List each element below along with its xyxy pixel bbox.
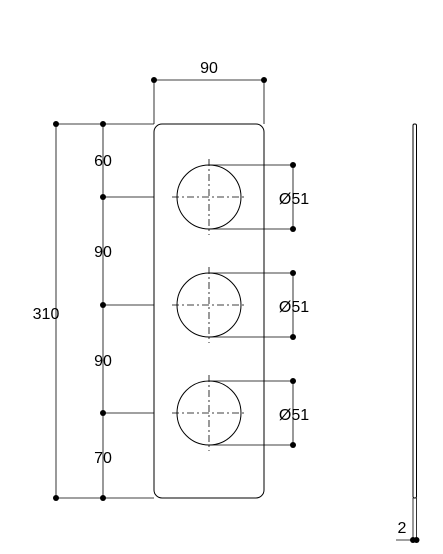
side-view-plate [412, 123, 417, 499]
spacing-1-label: 90 [94, 244, 112, 261]
hole-2-diameter-dimension: Ø51 [209, 270, 309, 340]
thickness-label: 2 [398, 520, 407, 537]
side-view: 2 [396, 123, 420, 543]
width-dot-left [151, 77, 157, 83]
spacing-2-label: 90 [94, 353, 112, 370]
hole-2-dia-dot-bottom [290, 334, 296, 340]
hole-3 [172, 375, 246, 451]
hole-1-dia-dot-bottom [290, 226, 296, 232]
height-dimension: 310 [33, 121, 154, 501]
chain-dot-top [100, 121, 106, 127]
width-label: 90 [200, 60, 218, 77]
plate-outline [153, 123, 265, 499]
thickness-dot-right [413, 537, 420, 543]
chain-dot-bottom [100, 495, 106, 501]
hole-1-diameter-label: Ø51 [279, 191, 309, 208]
hole-3-diameter-label: Ø51 [279, 407, 309, 424]
chain-dimension: 60 90 90 70 [94, 121, 154, 501]
chain-dot-hole-1 [100, 194, 106, 200]
hole-2 [172, 267, 246, 343]
hole-3-diameter-dimension: Ø51 [209, 378, 309, 448]
height-label: 310 [33, 306, 60, 323]
hole-1 [172, 159, 246, 235]
hole-1-diameter-dimension: Ø51 [209, 162, 309, 232]
width-dimension: 90 [151, 60, 267, 124]
chain-dot-hole-2 [100, 302, 106, 308]
height-dot-bottom [53, 495, 59, 501]
offset-top-label: 60 [94, 153, 112, 170]
hole-3-dia-dot-top [290, 378, 296, 384]
hole-2-dia-dot-top [290, 270, 296, 276]
hole-2-diameter-label: Ø51 [279, 299, 309, 316]
width-dot-right [261, 77, 267, 83]
height-dot-top [53, 121, 59, 127]
hole-1-dia-dot-top [290, 162, 296, 168]
offset-bottom-label: 70 [94, 450, 112, 467]
chain-dot-hole-3 [100, 410, 106, 416]
hole-3-dia-dot-bottom [290, 442, 296, 448]
